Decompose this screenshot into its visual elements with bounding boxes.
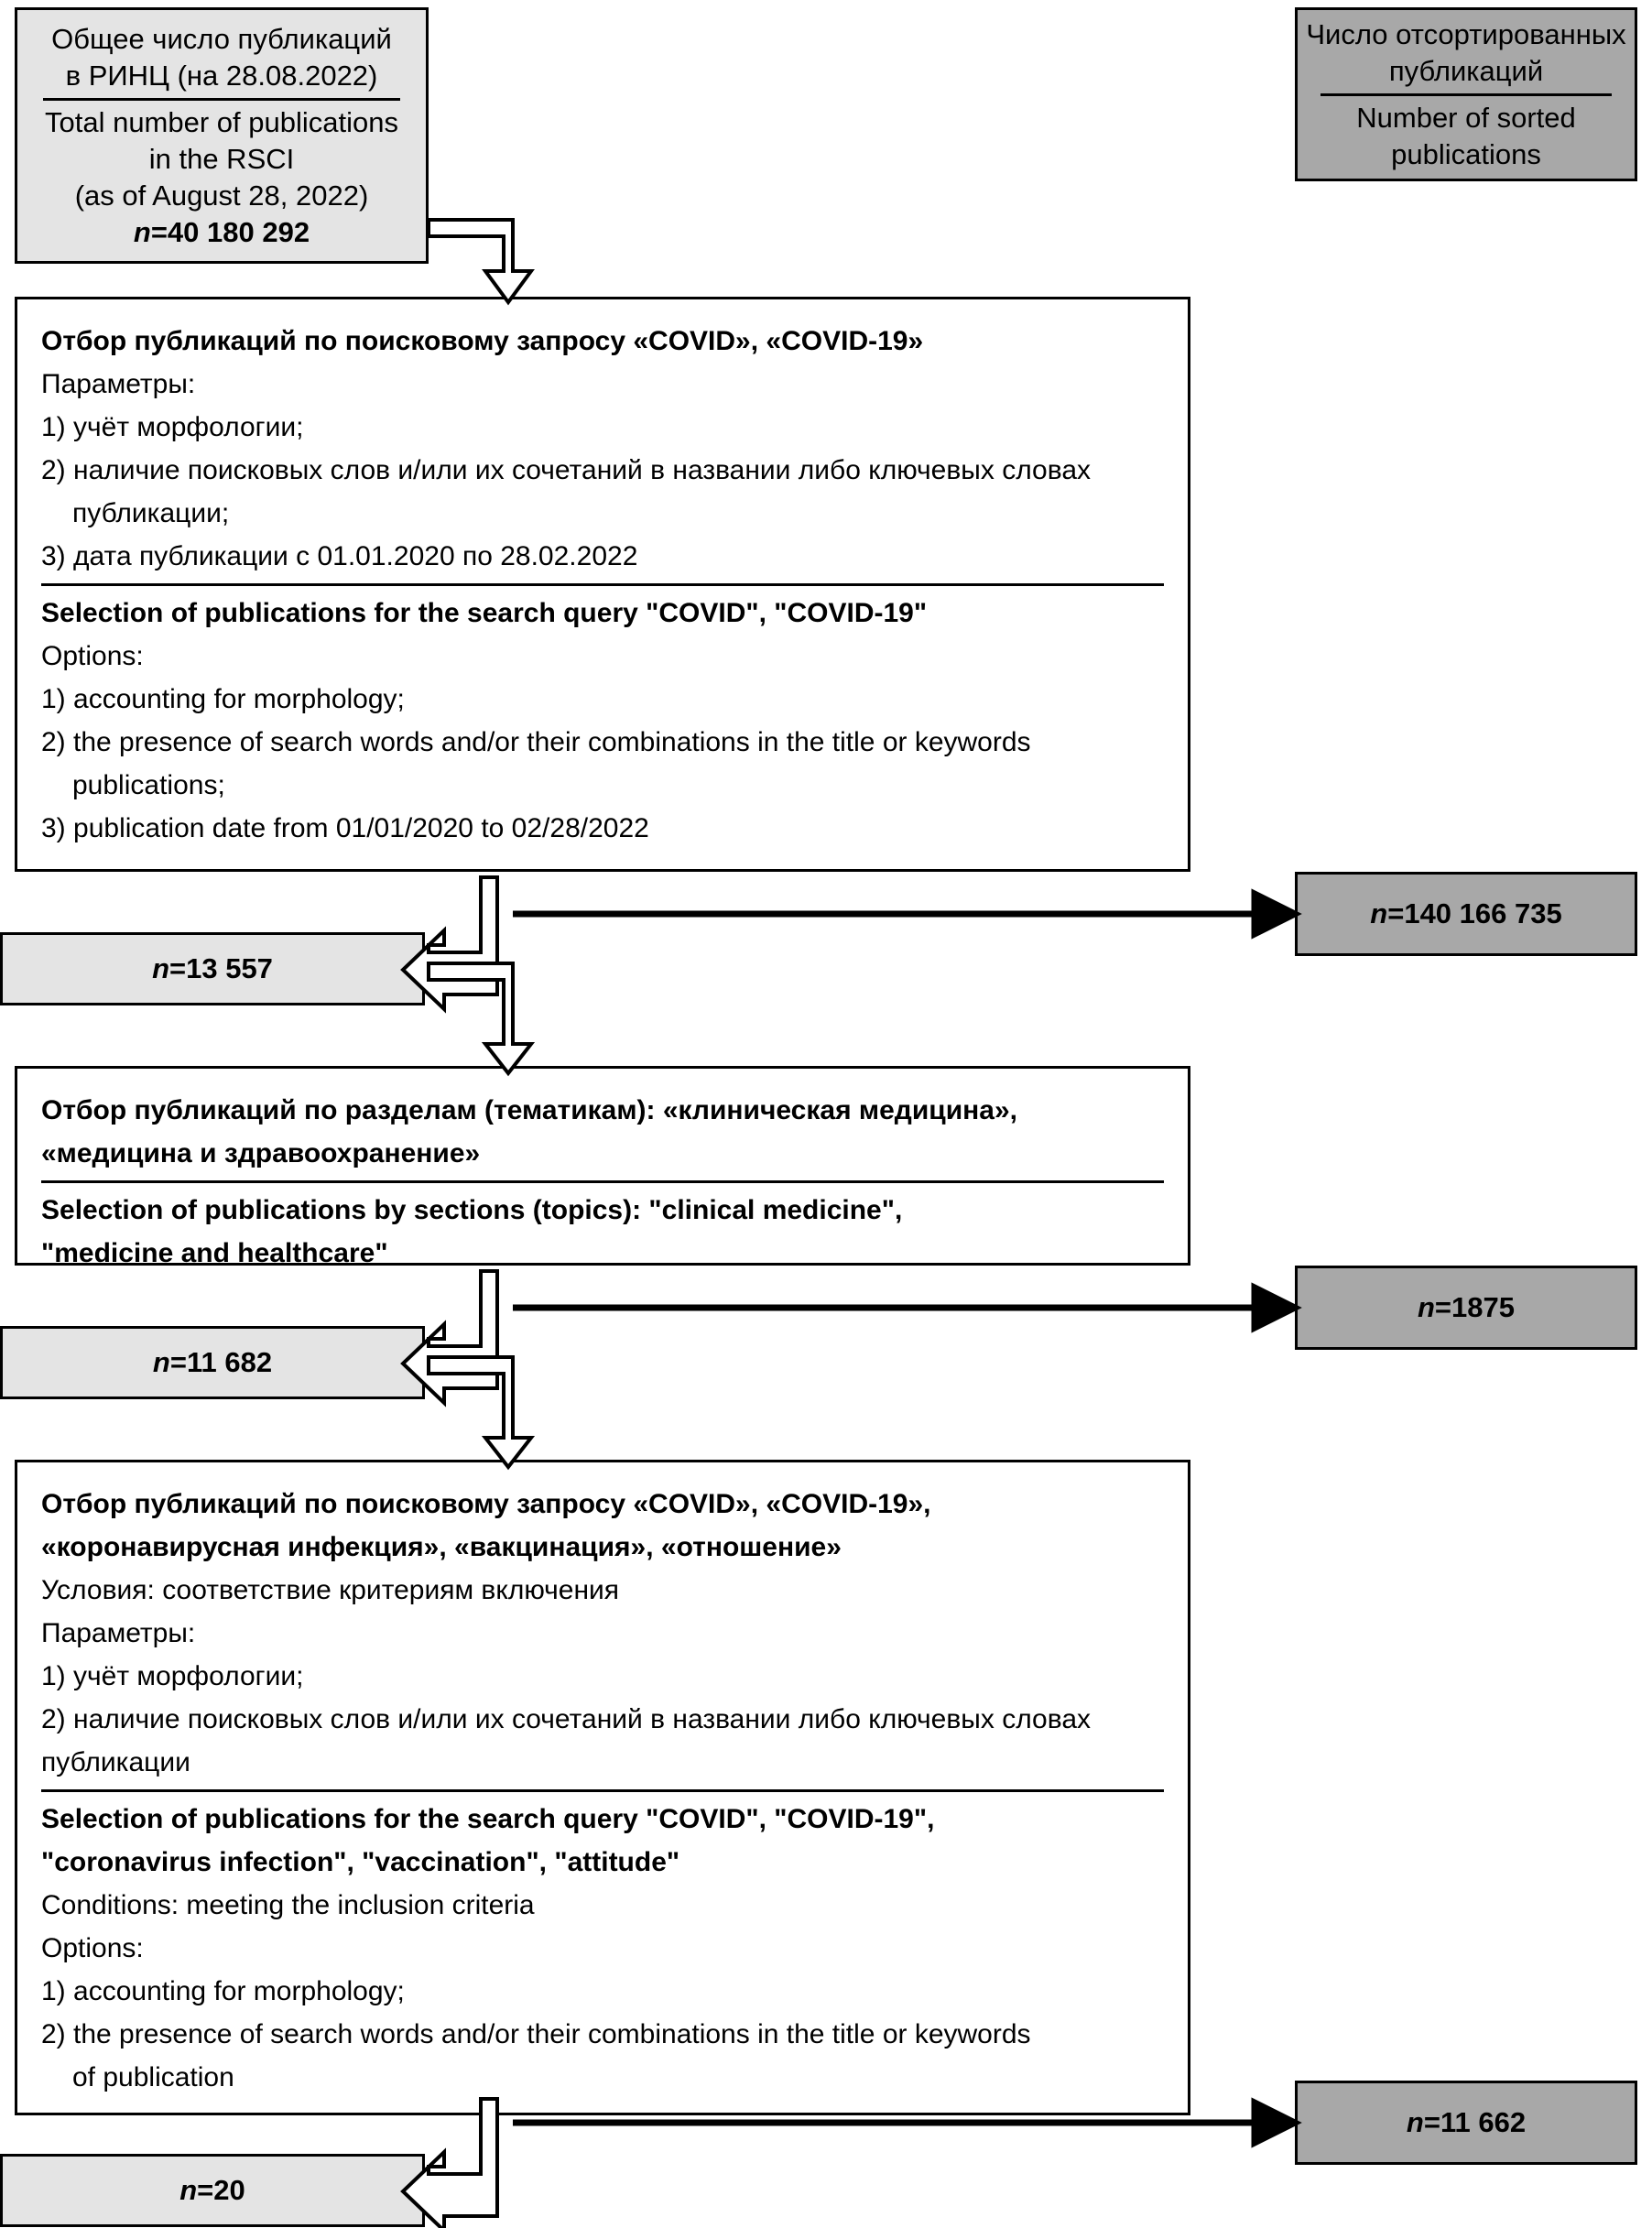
arrow-step1retained-to-step2 — [427, 962, 536, 1077]
step-2-retained-n-number: =11 682 — [169, 1346, 273, 1378]
step3-language-divider — [41, 1789, 1164, 1792]
sorted-en-line-1: Number of sorted — [1356, 101, 1576, 134]
step1-en-0: Selection of publications for the search… — [41, 598, 928, 628]
step1-ru-0: Отбор публикаций по поисковому запросу «… — [41, 326, 924, 356]
selection-step-3-box: Отбор публикаций по поисковому запросу «… — [15, 1460, 1190, 2115]
step1-en-1: Options: — [41, 641, 144, 671]
sorted-ru-line-1: Число отсортированных — [1306, 17, 1626, 50]
step2-ru-0: Отбор публикаций по разделам (тематикам)… — [41, 1095, 1017, 1125]
step3-ru-1: «коронавирусная инфекция», «вакцинация»,… — [41, 1532, 842, 1562]
step-2-excluded-box: n=1875 — [1295, 1266, 1637, 1350]
total-ru-line-2: в РИНЦ (на 28.08.2022) — [65, 59, 378, 92]
step-1-retained-n-label: n — [152, 952, 169, 984]
step-2-retained-n-label: n — [152, 1346, 170, 1378]
step3-en-1: "coronavirus infection", "vaccination", … — [41, 1847, 680, 1877]
step-2-excluded-value: n=1875 — [1418, 1289, 1515, 1326]
sorted-publications-header-box: Число отсортированных публикаций Number … — [1295, 7, 1637, 181]
step1-ru-4: публикации; — [72, 498, 230, 528]
total-publications-text: Общее число публикаций в РИНЦ (на 28.08.… — [17, 21, 426, 251]
step-3-retained-n-label: n — [179, 2174, 198, 2206]
total-n-value: n=40 180 292 — [17, 214, 426, 251]
step3-ru-0: Отбор публикаций по поисковому запросу «… — [41, 1489, 931, 1519]
step-3-retained-box: n=20 — [0, 2154, 425, 2227]
total-en-line-1: Total number of publications — [44, 105, 398, 138]
step2-language-divider — [41, 1180, 1164, 1183]
step1-ru-2: 1) учёт морфологии; — [41, 412, 304, 442]
step1-language-divider — [41, 583, 1164, 586]
step3-en-6: of publication — [72, 2062, 234, 2092]
step3-en-5: 2) the presence of search words and/or t… — [41, 2019, 1031, 2049]
sorted-divider — [1321, 92, 1612, 96]
step-3-excluded-box: n=11 662 — [1295, 2081, 1637, 2165]
total-en-line-2: in the RSCI — [148, 142, 295, 175]
step1-ru-5: 3) дата публикации с 01.01.2020 по 28.02… — [41, 541, 638, 571]
total-ru-line-1: Общее число публикаций — [51, 22, 392, 55]
step3-ru-6: публикации — [41, 1747, 190, 1777]
total-n-label: n — [133, 215, 151, 248]
step-1-excluded-box: n=140 166 735 — [1295, 872, 1637, 956]
step3-ru-2: Условия: соответствие критериям включени… — [41, 1575, 620, 1605]
step3-en-4: 1) accounting for morphology; — [41, 1976, 405, 2006]
step2-ru-1: «медицина и здравоохранение» — [41, 1138, 481, 1168]
step-1-excluded-n-number: =140 166 735 — [1387, 897, 1562, 929]
total-publications-box: Общее число публикаций в РИНЦ (на 28.08.… — [15, 7, 429, 264]
step1-en-2: 1) accounting for morphology; — [41, 684, 405, 714]
arrow-step2retained-to-step3 — [427, 1355, 536, 1471]
arrow-step1-excluded-head — [1251, 888, 1302, 940]
step-2-retained-value: n=11 682 — [153, 1344, 272, 1381]
step1-en-4: publications; — [72, 770, 225, 800]
step-3-excluded-value: n=11 662 — [1407, 2104, 1526, 2141]
step-1-excluded-n-label: n — [1370, 897, 1388, 929]
selection-step-1-box: Отбор публикаций по поисковому запросу «… — [15, 297, 1190, 872]
sorted-ru-line-2: публикаций — [1388, 54, 1544, 87]
step-1-retained-box: n=13 557 — [0, 932, 425, 1005]
step-2-excluded-n-label: n — [1417, 1291, 1435, 1323]
arrow-step2-excluded-head — [1251, 1282, 1302, 1333]
step-1-excluded-value: n=140 166 735 — [1370, 896, 1561, 932]
step3-en-3: Options: — [41, 1933, 144, 1963]
step3-en-0: Selection of publications for the search… — [41, 1804, 935, 1834]
step3-ru-4: 1) учёт морфологии; — [41, 1661, 304, 1691]
total-divider — [43, 97, 400, 101]
step3-ru-3: Параметры: — [41, 1618, 196, 1648]
step-3-excluded-n-number: =11 662 — [1423, 2106, 1527, 2138]
step1-ru-3: 2) наличие поисковых слов и/или их сочет… — [41, 455, 1092, 485]
arrow-step3-excluded-head — [1251, 2097, 1302, 2148]
step-1-retained-n-number: =13 557 — [169, 952, 273, 984]
sorted-en-line-2: publications — [1391, 137, 1541, 170]
step-2-excluded-n-number: =1875 — [1434, 1291, 1515, 1323]
step-3-retained-n-number: =20 — [197, 2174, 245, 2206]
total-en-line-3: (as of August 28, 2022) — [74, 179, 369, 212]
step-2-retained-box: n=11 682 — [0, 1326, 425, 1399]
arrow-total-to-step1 — [427, 218, 535, 306]
step-3-excluded-n-label: n — [1406, 2106, 1424, 2138]
step1-en-5: 3) publication date from 01/01/2020 to 0… — [41, 813, 649, 843]
sorted-publications-text: Число отсортированных публикаций Number … — [1298, 16, 1635, 173]
step1-ru-1: Параметры: — [41, 369, 196, 399]
step3-en-2: Conditions: meeting the inclusion criter… — [41, 1890, 535, 1920]
step-1-retained-value: n=13 557 — [152, 951, 273, 987]
selection-step-2-box: Отбор публикаций по разделам (тематикам)… — [15, 1066, 1190, 1268]
step-3-retained-value: n=20 — [179, 2172, 245, 2209]
step2-en-1: "medicine and healthcare" — [41, 1238, 388, 1268]
step1-en-3: 2) the presence of search words and/or t… — [41, 727, 1031, 757]
total-n-number: =40 180 292 — [150, 215, 310, 248]
step3-ru-5: 2) наличие поисковых слов и/или их сочет… — [41, 1704, 1092, 1734]
step2-en-0: Selection of publications by sections (t… — [41, 1195, 903, 1225]
